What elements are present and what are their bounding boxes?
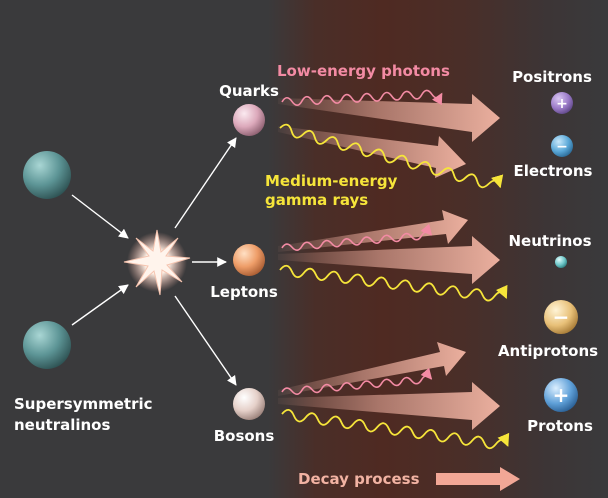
protons-label: Protons xyxy=(527,417,593,435)
decay-arrow-b2 xyxy=(278,382,500,430)
electron-sign: − xyxy=(556,139,568,155)
neutralino-particle-top xyxy=(23,151,71,199)
decay-arrow-q2 xyxy=(278,126,466,178)
medium-energy-label-line2: gamma rays xyxy=(265,191,368,209)
quarks-label: Quarks xyxy=(219,82,279,100)
decay-arrow-b1 xyxy=(278,342,466,396)
annihilation-burst xyxy=(123,229,191,296)
neutralino-arrow-bottom xyxy=(71,284,129,326)
antiproton-particle: − xyxy=(544,300,578,334)
neutralino-particle-bottom xyxy=(23,321,71,369)
decay-arrow-l1 xyxy=(278,210,468,252)
photon-wave-quarks xyxy=(281,89,443,107)
bosons-label: Bosons xyxy=(214,427,275,445)
neutralinos-label-line1: Supersymmetric xyxy=(14,395,153,413)
decay-process-label: Decay process xyxy=(298,470,420,488)
electron-particle: − xyxy=(551,135,573,157)
leptons-label: Leptons xyxy=(210,283,278,301)
burst-arrow-quarks xyxy=(174,137,237,229)
quark-particle xyxy=(233,104,265,136)
decay-arrow-l2 xyxy=(278,236,500,284)
gamma-wave-quarks xyxy=(279,123,504,189)
decay-arrow-q1 xyxy=(278,94,500,142)
neutrinos-label: Neutrinos xyxy=(508,232,591,250)
boson-particle xyxy=(233,388,265,420)
antiprotons-label: Antiprotons xyxy=(498,342,598,360)
positron-sign: + xyxy=(556,96,568,112)
electrons-label: Electrons xyxy=(514,162,593,180)
burst-arrow-bosons xyxy=(174,295,237,386)
neutrino-particle xyxy=(555,256,567,268)
gamma-wave-bosons xyxy=(281,408,510,450)
low-energy-photons-label: Low-energy photons xyxy=(277,62,450,80)
neutralinos-label-line2: neutralinos xyxy=(14,416,110,434)
lepton-particle xyxy=(233,244,265,276)
antiproton-sign: − xyxy=(553,305,570,329)
decay-process-arrow xyxy=(436,467,520,491)
proton-particle: + xyxy=(544,378,578,412)
gamma-wave-leptons xyxy=(279,264,508,302)
positron-particle: + xyxy=(551,92,573,114)
medium-energy-label-line1: Medium-energy xyxy=(265,172,398,190)
positrons-label: Positrons xyxy=(512,68,592,86)
proton-sign: + xyxy=(553,383,570,407)
photon-wave-bosons xyxy=(281,367,433,395)
photon-wave-leptons xyxy=(281,223,433,251)
neutralino-arrow-top xyxy=(71,194,129,239)
